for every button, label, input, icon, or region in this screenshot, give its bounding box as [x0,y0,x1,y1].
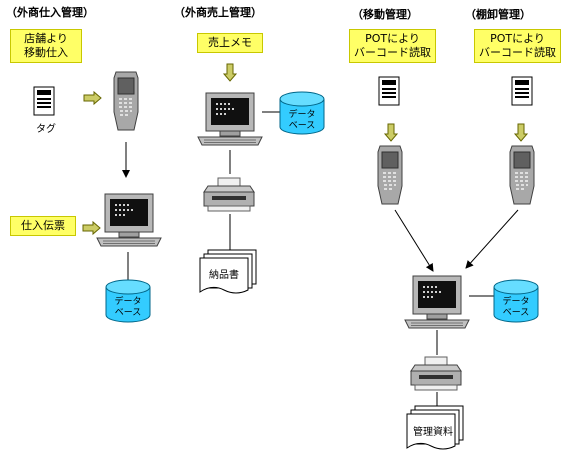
note-store-transfer: 店舗より 移動仕入 [10,29,82,63]
database-label-line1: データ [502,295,529,307]
arrow-right-icon [82,221,101,235]
tag-label: タグ [36,124,56,135]
database-label-line2: ベース [503,308,530,318]
connector-arrow [394,209,434,272]
tag-document-icon [33,86,55,116]
note-sales-memo: 売上メモ [197,33,263,53]
handheld-terminal-icon [377,145,403,205]
connector-arrow [465,209,519,269]
management-docs-label: 管理資料 [413,425,453,438]
database-label-line1: データ [114,295,141,307]
arrow-down-icon [223,63,237,82]
printer-icon [410,356,462,391]
section-title-transfer: （移動管理） [352,8,418,21]
section-title-outside-purchase: （外商仕入管理） [6,6,94,19]
delivery-note-label: 納品書 [209,268,239,281]
arrow-down-icon [384,123,398,142]
printer-icon [203,177,255,212]
slip-document-icon [378,76,400,106]
arrow-down-icon [514,123,528,142]
note-pot-barcode-transfer: POTにより バーコード読取 [349,29,436,63]
computer-icon [197,92,263,146]
note-pot-barcode-inventory: POTにより バーコード読取 [474,29,561,63]
section-title-outside-sales: （外商売上管理） [174,6,262,19]
slip-document-icon [511,76,533,106]
note-line: 移動仕入 [24,46,68,59]
note-line: 店舗より [24,32,68,45]
database-label-line2: ベース [289,121,316,131]
database-label-line2: ベース [115,308,142,318]
arrow-right-icon [83,91,102,105]
database-label-line1: データ [288,108,315,120]
note-purchase-slip: 仕入伝票 [10,216,76,236]
note-line: バーコード読取 [479,46,556,59]
computer-icon [96,193,162,247]
section-title-inventory: （棚卸管理） [465,8,531,21]
note-line: POTにより [490,32,545,45]
handheld-terminal-icon [113,71,139,131]
note-line: POTにより [365,32,420,45]
handheld-terminal-icon [509,145,535,205]
note-line: バーコード読取 [354,46,431,59]
computer-icon [404,275,470,329]
